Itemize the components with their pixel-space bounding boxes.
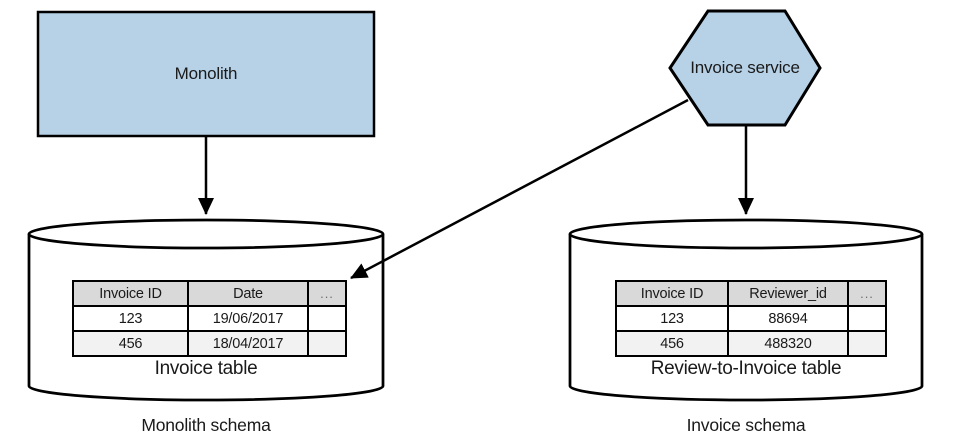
table-row: 123 88694 (615, 305, 887, 332)
table-cell: 488320 (727, 330, 849, 357)
table-header-cell: Reviewer_id (727, 280, 849, 307)
table-header-cell: Invoice ID (615, 280, 729, 307)
table-cell: 123 (72, 305, 189, 332)
table-cell: 456 (72, 330, 189, 357)
table-header-row: Invoice ID Date ... (72, 280, 347, 307)
table-cell (847, 305, 887, 332)
invoice-service-hexagon (668, 9, 822, 127)
table-row: 123 19/06/2017 (72, 305, 347, 332)
table-cell (847, 330, 887, 357)
table-cell: 123 (615, 305, 729, 332)
table-cell: 19/06/2017 (187, 305, 309, 332)
monolith-box (36, 10, 376, 138)
invoice-service-label: Invoice service (690, 58, 800, 77)
monolith-box-label: Monolith (174, 64, 238, 83)
review-to-invoice-table: Invoice ID Reviewer_id ... 123 88694 456… (615, 280, 887, 357)
invoice-schema-label: Invoice schema (686, 415, 806, 435)
table-cell: 88694 (727, 305, 849, 332)
table-row: 456 18/04/2017 (72, 330, 347, 357)
table-header-cell: Invoice ID (72, 280, 189, 307)
table-cell: 456 (615, 330, 729, 357)
table-cell: 18/04/2017 (187, 330, 309, 357)
review-to-invoice-table-caption: Review-to-Invoice table (650, 358, 842, 379)
table-cell (307, 330, 347, 357)
table-header-row: Invoice ID Reviewer_id ... (615, 280, 887, 307)
arrow-service-to-monolith-table (350, 98, 689, 280)
table-header-cell-ellipsis: ... (307, 280, 347, 307)
table-cell (307, 305, 347, 332)
invoice-table-caption: Invoice table (154, 358, 258, 379)
monolith-schema-label: Monolith schema (141, 415, 271, 435)
table-header-cell: Date (187, 280, 309, 307)
invoice-table: Invoice ID Date ... 123 19/06/2017 456 1… (72, 280, 347, 357)
table-header-cell-ellipsis: ... (847, 280, 887, 307)
table-row: 456 488320 (615, 330, 887, 357)
